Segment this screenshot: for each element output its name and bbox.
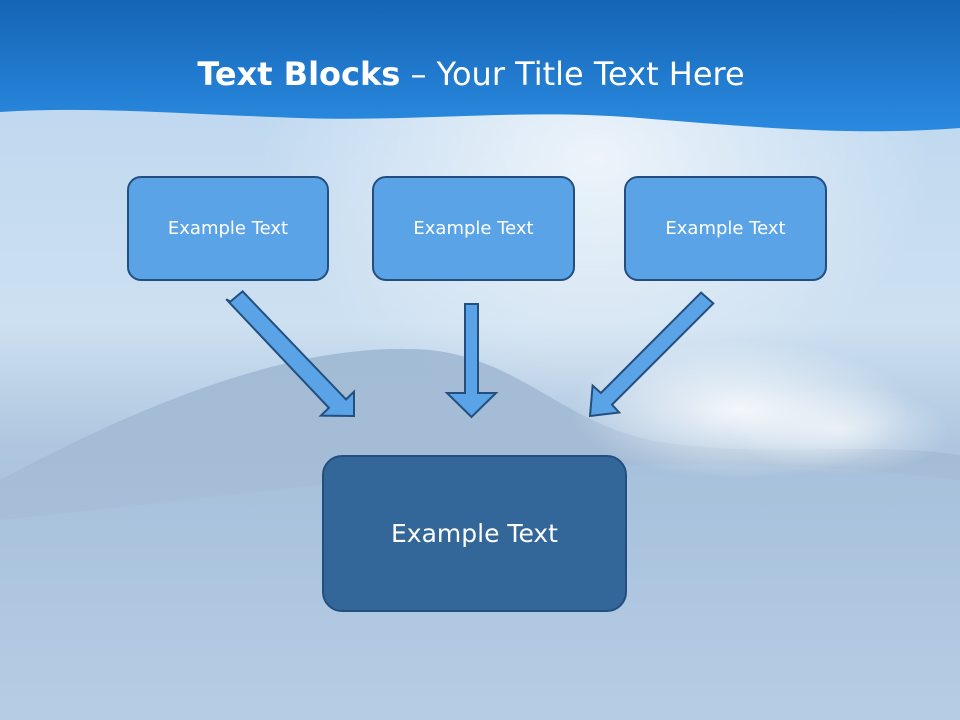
text-box-left: Example Text bbox=[127, 176, 329, 281]
arrow-center-down bbox=[444, 303, 499, 419]
text-box-main-label: Example Text bbox=[391, 519, 558, 548]
text-box-center: Example Text bbox=[372, 176, 575, 281]
title-rest: Your Title Text Here bbox=[436, 55, 745, 93]
text-box-center-label: Example Text bbox=[413, 218, 534, 239]
arrow-left-diagonal bbox=[225, 290, 355, 418]
title-bold: Text Blocks bbox=[197, 55, 401, 93]
text-box-right-label: Example Text bbox=[665, 218, 786, 239]
slide-title: Text Blocks – Your Title Text Here bbox=[0, 52, 942, 96]
text-box-main: Example Text bbox=[322, 455, 627, 612]
text-box-left-label: Example Text bbox=[167, 218, 289, 239]
title-separator: – bbox=[400, 55, 437, 93]
arrow-right-diagonal bbox=[588, 291, 715, 418]
text-box-right: Example Text bbox=[624, 176, 827, 281]
